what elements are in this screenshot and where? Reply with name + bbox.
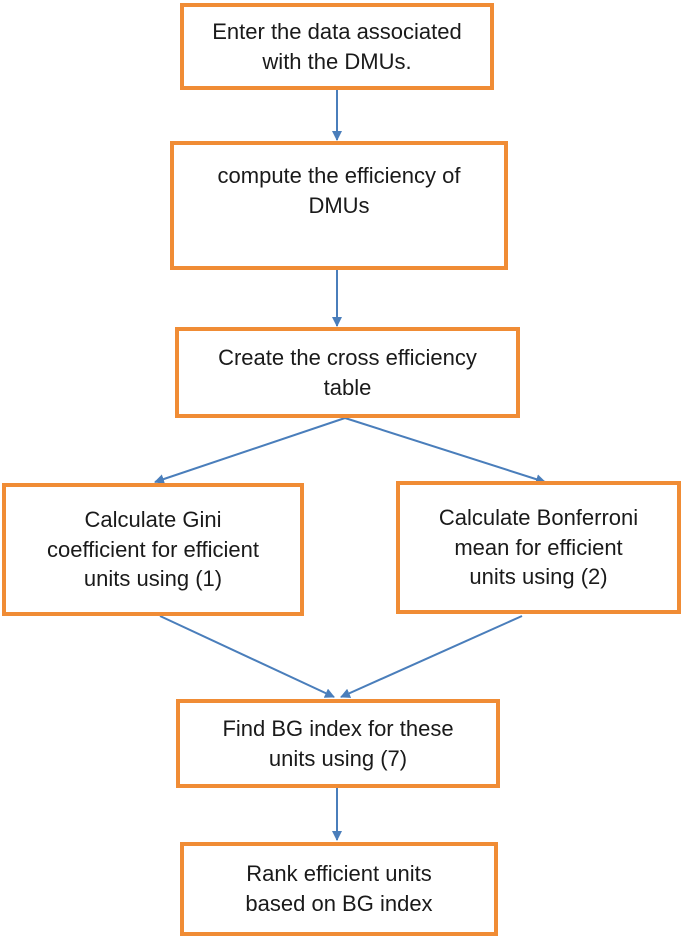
node-compute-efficiency-line-2: DMUs: [308, 192, 370, 218]
node-bonferroni-line-2: mean for efficient: [454, 534, 623, 560]
node-bonferroni-mean: Calculate Bonferroni mean for efficient …: [396, 481, 681, 614]
node-enter-data: Enter the data associated with the DMUs.: [180, 3, 494, 90]
node-rank-units: Rank efficient units based on BG index: [180, 842, 498, 936]
node-gini-line-3: units using (1): [83, 566, 223, 592]
node-compute-efficiency: compute the efficiency of DMUs: [170, 141, 508, 270]
node-enter-data-line-1: Enter the data associated: [212, 19, 462, 44]
node-enter-data-line-2: with the DMUs.: [262, 48, 412, 74]
node-gini-line-1: Calculate Gini: [84, 506, 222, 532]
node-gini-line-2: coefficient for efficient: [47, 536, 259, 562]
node-cross-efficiency: Create the cross efficiency table: [175, 327, 520, 418]
node-bg-index: Find BG index for these units using (7): [176, 699, 500, 788]
node-bg-index-line-2: units using (7): [268, 745, 408, 771]
node-bg-index-line-1: Find BG index for these: [222, 715, 454, 741]
node-gini-coefficient: Calculate Gini coefficient for efficient…: [2, 483, 304, 616]
node-cross-efficiency-line-1: Create the cross efficiency: [218, 344, 477, 370]
node-rank-line-1: Rank efficient units: [246, 861, 432, 887]
arrow-bonferroni-to-bg: [340, 615, 523, 698]
node-bonferroni-line-1: Calculate Bonferroni: [438, 504, 639, 530]
arrow-cross-to-gini: [154, 417, 346, 484]
node-rank-line-2: based on BG index: [245, 891, 433, 916]
node-bonferroni-line-3: units using (2): [469, 564, 608, 590]
node-cross-efficiency-line-2: table: [323, 374, 372, 400]
arrow-cross-to-bonferroni: [344, 417, 546, 485]
arrow-gini-to-bg: [159, 615, 335, 698]
node-compute-efficiency-line-1: compute the efficiency of: [217, 163, 461, 188]
